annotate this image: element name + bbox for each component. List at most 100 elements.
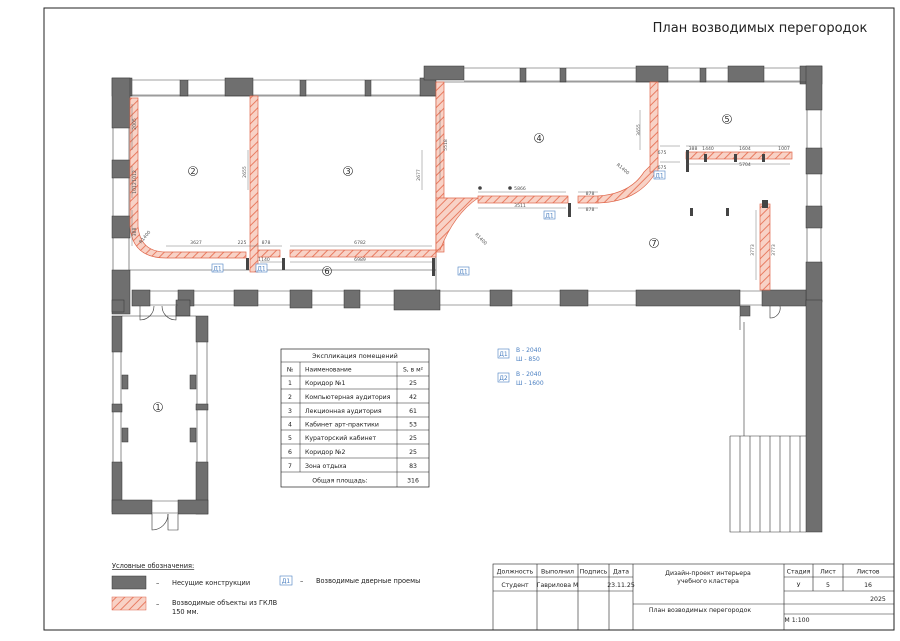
svg-text:Лекционная аудитория: Лекционная аудитория xyxy=(305,408,382,415)
dim-label: 3511 xyxy=(514,203,526,209)
gklv-partitions xyxy=(129,81,793,291)
svg-text:2: 2 xyxy=(288,394,292,401)
svg-text:Д1: Д1 xyxy=(257,266,266,273)
svg-text:В - 2040: В - 2040 xyxy=(516,371,542,378)
title-block-text: Должность Выполнил Подпись Дата Студент … xyxy=(497,569,886,625)
explication-header: S, в м² xyxy=(403,367,424,374)
explication-header: Наименование xyxy=(305,367,352,374)
svg-text:Д1: Д1 xyxy=(459,269,468,276)
svg-text:42: 42 xyxy=(409,394,417,401)
dim-label: R1400 xyxy=(473,232,488,247)
svg-text:–: – xyxy=(156,579,159,587)
dim-label: 1012 xyxy=(132,170,138,182)
svg-text:7: 7 xyxy=(288,463,292,470)
svg-text:83: 83 xyxy=(409,463,417,470)
legend-swatch-walls xyxy=(111,575,147,590)
dimension-labels: 3627 225 878 6782 1140 6989 2655 2677 55… xyxy=(132,118,790,263)
dim-label: 1440 xyxy=(702,146,714,152)
columns xyxy=(246,150,768,276)
load-bearing-walls xyxy=(111,65,823,533)
svg-text:Д1: Д1 xyxy=(213,266,222,273)
room-marker-6: 6 xyxy=(322,266,332,276)
svg-text:Ш - 850: Ш - 850 xyxy=(516,356,540,363)
room-marker-4: 4 xyxy=(534,133,544,143)
svg-text:Д1: Д1 xyxy=(655,173,664,180)
svg-text:Д1: Д1 xyxy=(282,578,291,585)
svg-text:5: 5 xyxy=(724,115,729,124)
dim-label: 878 xyxy=(586,191,595,197)
dim-label: 5866 xyxy=(514,186,526,192)
legend-title: Условные обозначения: xyxy=(112,562,194,570)
sheet-title: План возводимых перегородок xyxy=(653,21,868,36)
svg-text:В - 2040: В - 2040 xyxy=(516,347,542,354)
dim-label: 5704 xyxy=(739,162,751,168)
svg-text:53: 53 xyxy=(409,422,417,429)
title-block xyxy=(492,563,895,631)
svg-text:4: 4 xyxy=(536,134,541,143)
svg-text:Д2: Д2 xyxy=(499,375,508,382)
svg-text:Коридор №2: Коридор №2 xyxy=(305,449,346,456)
dim-label: 2655 xyxy=(242,166,248,178)
room-marker-3: 3 xyxy=(343,166,353,176)
svg-text:–: – xyxy=(300,577,303,585)
svg-text:4: 4 xyxy=(288,422,292,429)
door-type-d2: Д2 В - 2040 Ш - 1600 xyxy=(497,371,544,387)
legend-walls-label: Несущие конструкции xyxy=(172,579,250,587)
stamp-stage-value: У xyxy=(797,582,801,589)
stamp-value: 23.11.25 xyxy=(607,582,635,589)
svg-text:–: – xyxy=(156,600,159,608)
dim-label: 878 xyxy=(262,240,271,246)
room-marker-1: 1 xyxy=(153,402,163,412)
dim-label: 2005 xyxy=(132,118,138,130)
window-lines xyxy=(112,67,822,514)
door-tag: Д1 xyxy=(457,266,470,276)
dim-label: 1604 xyxy=(739,146,751,152)
explication-table: Экспликация помещений № Наименование S, … xyxy=(280,348,430,488)
svg-text:Компьютерная аудитория: Компьютерная аудитория xyxy=(305,394,391,401)
legend-partitions-label: Возводимые объекты из ГКЛВ xyxy=(172,599,278,607)
dim-label: 5518 xyxy=(443,139,449,151)
stamp-stage-value: 5 xyxy=(826,582,830,589)
sheet-frame xyxy=(43,7,895,631)
door-tag: Д1 xyxy=(543,210,556,220)
svg-text:3: 3 xyxy=(345,167,350,176)
room-marker-7: 7 xyxy=(649,238,659,248)
svg-text:1: 1 xyxy=(288,380,292,387)
svg-text:Ш - 1600: Ш - 1600 xyxy=(516,380,544,387)
svg-text:5: 5 xyxy=(288,435,292,442)
dim-label: 675 xyxy=(658,165,667,171)
dim-label: 878 xyxy=(586,207,595,213)
legend-doors-label: Возводимые дверные проемы xyxy=(316,577,420,585)
table-row: 2 Компьютерная аудитория 42 xyxy=(288,394,417,401)
stamp-header: Должность xyxy=(497,569,534,576)
legend-door-tag xyxy=(279,575,293,586)
door-tag: Д1 xyxy=(255,263,268,273)
stamp-header: Дата xyxy=(613,569,629,576)
room-markers: 1 2 3 4 5 6 7 xyxy=(153,114,732,412)
dim-label: 2677 xyxy=(416,169,422,181)
svg-text:6: 6 xyxy=(288,449,292,456)
total-area-value: 316 xyxy=(407,478,419,485)
stamp-project: учебного кластера xyxy=(677,577,739,585)
dim-label: 3655 xyxy=(636,124,642,136)
dim-label: 3773 xyxy=(771,244,777,256)
explication-caption: Экспликация помещений xyxy=(312,352,398,360)
svg-text:7: 7 xyxy=(651,239,656,248)
dim-label: 1012 xyxy=(132,182,138,194)
door-tags: Д1 Д1 Д1 Д1 Д1 xyxy=(211,170,666,276)
stamp-stage-header: Листов xyxy=(856,569,879,576)
svg-text:Кураторский кабинет: Кураторский кабинет xyxy=(305,434,376,442)
dim-label: R1400 xyxy=(615,162,630,176)
stamp-value: Студент xyxy=(501,582,529,589)
dim-label: 1140 xyxy=(258,257,270,263)
stamp-stage-value: 16 xyxy=(864,582,872,589)
svg-text:2: 2 xyxy=(190,167,195,176)
